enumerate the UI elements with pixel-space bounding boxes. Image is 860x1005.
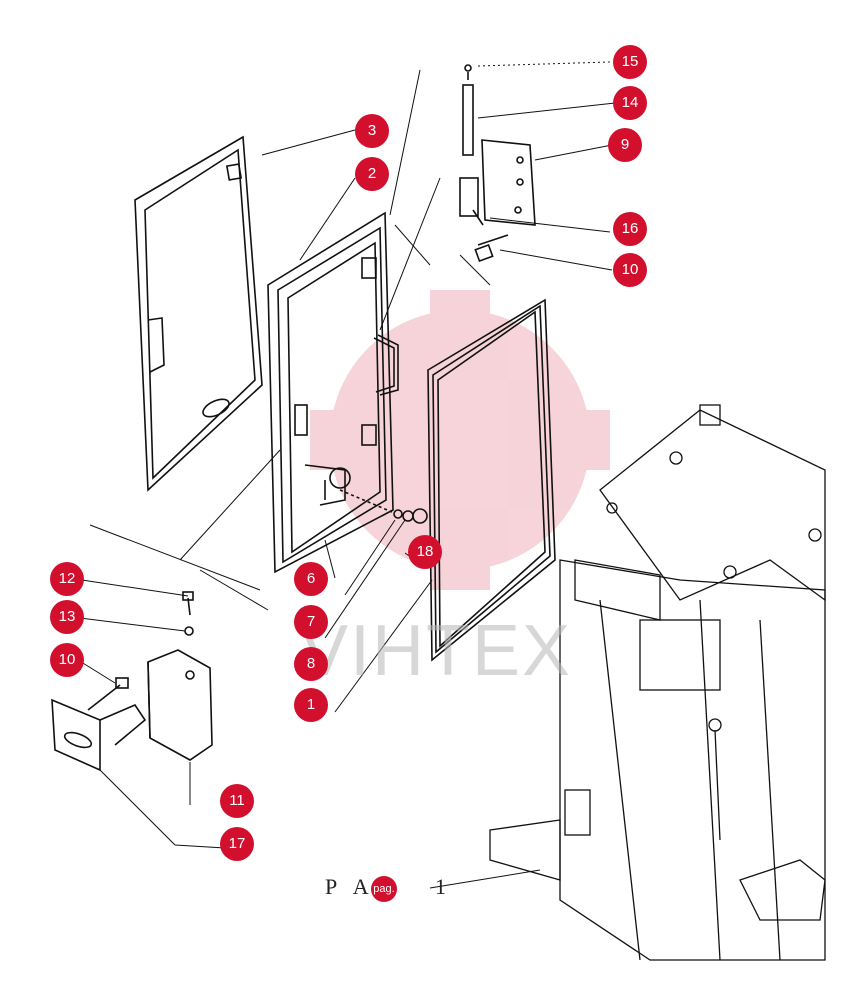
callout-8: 8 <box>294 647 328 681</box>
leader-lines <box>77 61 616 889</box>
callout-12: 12 <box>50 562 84 596</box>
pin-parts <box>339 489 428 524</box>
callout-2: 2 <box>355 157 389 191</box>
callout-14: 14 <box>613 86 647 120</box>
callout-15: 15 <box>613 45 647 79</box>
callout-10-top: 10 <box>613 253 647 287</box>
callout-3: 3 <box>355 114 389 148</box>
callout-page: pag. <box>371 876 397 902</box>
callout-9: 9 <box>608 128 642 162</box>
page-reference-prefix: P A <box>325 874 375 899</box>
callout-18: 18 <box>408 535 442 569</box>
line-art <box>51 61 826 961</box>
callout-13: 13 <box>50 600 84 634</box>
callout-6: 6 <box>294 562 328 596</box>
callout-1: 1 <box>294 688 328 722</box>
door-frame <box>267 211 399 574</box>
gear-watermark <box>310 290 610 590</box>
watermark-text: VIHTEX <box>300 611 573 691</box>
machine-cab <box>489 404 826 961</box>
page-reference-number: 1 <box>435 874 452 899</box>
callout-7: 7 <box>294 605 328 639</box>
callout-16: 16 <box>613 212 647 246</box>
hinge-assembly <box>459 64 536 263</box>
callout-11: 11 <box>220 784 254 818</box>
callout-10-bottom: 10 <box>50 643 84 677</box>
page-reference: P A 1 <box>325 874 446 900</box>
glass-pane <box>134 135 263 492</box>
callout-17: 17 <box>220 827 254 861</box>
